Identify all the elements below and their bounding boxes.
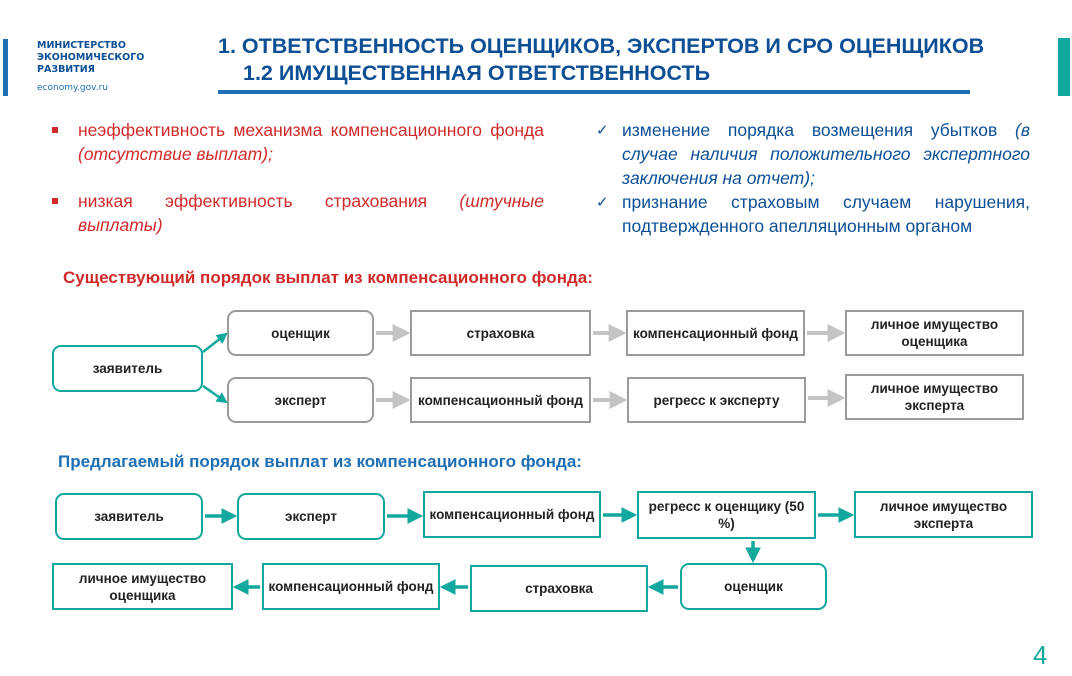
problem-note: (штучные выплаты) (78, 191, 544, 235)
flow-node-expert-property: личное имущество эксперта (845, 374, 1024, 420)
flow-node-expert: эксперт (227, 377, 374, 423)
flow-node-comp-fund: компенсационный фонд (423, 491, 601, 538)
flow-node-regress-expert: регресс к эксперту (627, 377, 806, 423)
flow-node-appraiser: оценщик (680, 563, 827, 610)
proposals-list: ✓ изменение порядка возмещения убытков (… (596, 118, 1030, 238)
page-number: 4 (1033, 640, 1048, 670)
slide-subtitle: 1.2 ИМУЩЕСТВЕННАЯ ОТВЕТСТВЕННОСТЬ (243, 61, 711, 85)
checkmark-icon: ✓ (596, 121, 609, 139)
flow-node-appraiser-property: личное имущество оценщика (845, 310, 1024, 356)
ministry-line: ЭКОНОМИЧЕСКОГО (37, 52, 145, 63)
ministry-line: РАЗВИТИЯ (37, 64, 96, 75)
problem-text: неэффективность механизма компенсационно… (78, 120, 544, 140)
right-accent-bar (1058, 38, 1070, 96)
branch-arrow-icon (202, 332, 228, 353)
proposal-text: признание страховым случаем нарушения, п… (622, 192, 1030, 236)
problem-text: низкая эффективность страхования (78, 191, 460, 211)
flow-node-applicant: заявитель (55, 493, 203, 540)
proposal-text: изменение порядка возмещения убытков (622, 120, 1016, 140)
logo-accent-bar (3, 39, 8, 96)
slide-title: 1. ОТВЕТСТВЕННОСТЬ ОЦЕНЩИКОВ, ЭКСПЕРТОВ … (218, 34, 985, 58)
flow-node-insurance: страховка (470, 565, 648, 612)
square-bullet-icon (52, 127, 58, 133)
ministry-url: economy.gov.ru (37, 83, 108, 93)
flow-node-applicant: заявитель (52, 345, 203, 392)
proposal-item: ✓ признание страховым случаем нарушения,… (596, 190, 1030, 238)
flow-node-appraiser-property: личное имущество оценщика (52, 563, 233, 610)
flow-node-comp-fund: компенсационный фонд (262, 563, 440, 610)
title-underline (218, 90, 970, 94)
proposal-note: (в случае наличия положительного эксперт… (622, 120, 1030, 188)
ministry-line: МИНИСТЕРСТВО (37, 40, 126, 51)
flow-node-expert-property: личное имущество эксперта (854, 491, 1033, 538)
ministry-logo-text: МИНИСТЕРСТВО ЭКОНОМИЧЕСКОГО РАЗВИТИЯ (37, 40, 144, 76)
proposed-scheme-heading: Предлагаемый порядок выплат из компенсац… (58, 452, 582, 471)
flow-node-comp-fund: компенсационный фонд (626, 310, 805, 356)
existing-scheme-heading: Существующий порядок выплат из компенсац… (63, 268, 593, 287)
flow-node-appraiser: оценщик (227, 310, 374, 356)
flow-node-expert: эксперт (237, 493, 385, 540)
flow-node-comp-fund: компенсационный фонд (410, 377, 591, 423)
flow-node-regress-appraiser: регресс к оценщику (50 %) (637, 491, 816, 539)
problem-note: (отсутствие выплат); (78, 144, 273, 164)
flow-node-insurance: страховка (410, 310, 591, 356)
square-bullet-icon (52, 198, 58, 204)
branch-arrow-icon (202, 384, 228, 404)
problems-list: неэффективность механизма компенсационно… (50, 118, 544, 237)
checkmark-icon: ✓ (596, 193, 609, 211)
problem-item: неэффективность механизма компенсационно… (50, 118, 544, 166)
problem-item: низкая эффективность страхования (штучны… (50, 189, 544, 237)
proposal-item: ✓ изменение порядка возмещения убытков (… (596, 118, 1030, 190)
